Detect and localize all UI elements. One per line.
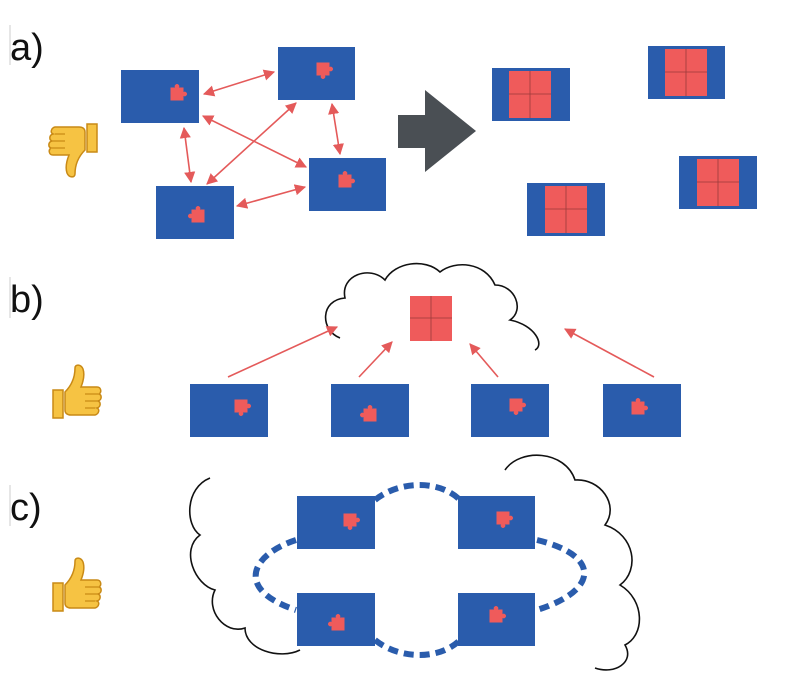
- node-a-result-1: [492, 68, 570, 121]
- thumbs-up-icon: [52, 364, 102, 419]
- panel-c-nodes: [297, 496, 535, 646]
- panel-label-b: b): [9, 277, 44, 321]
- node-a-result-3: [679, 156, 757, 209]
- node-b4: [603, 384, 681, 437]
- thumbs-down-icon: [48, 123, 98, 178]
- big-arrow: [398, 90, 476, 172]
- svg-text:a): a): [10, 27, 44, 69]
- panel-c-ring: [252, 482, 587, 658]
- panel-b-shared-puzzle: [410, 296, 452, 341]
- panel-b-cloud: [324, 262, 540, 351]
- thumbs-up-icon: [52, 557, 102, 612]
- node-c3: [297, 593, 375, 646]
- svg-text:c): c): [10, 487, 42, 529]
- panel-a-results: [492, 46, 757, 236]
- panel-a-arrows: [179, 69, 344, 209]
- node-b1: [190, 384, 268, 437]
- node-b3: [471, 384, 549, 437]
- node-a2: [278, 47, 355, 100]
- panel-a-nodes: [121, 47, 386, 239]
- node-a1: [121, 70, 199, 123]
- svg-text:b): b): [10, 279, 44, 321]
- panel-c-cloud: [189, 454, 641, 671]
- node-a4: [156, 186, 234, 239]
- panel-b-arrows: [227, 326, 655, 378]
- node-b2: [331, 384, 409, 437]
- node-c2: [458, 496, 535, 549]
- panel-b-nodes: [190, 384, 681, 437]
- panel-label-a: a): [9, 25, 44, 69]
- panel-label-c: c): [9, 485, 42, 529]
- node-c1: [297, 496, 375, 549]
- node-a-result-2: [648, 46, 725, 99]
- node-a-result-4: [527, 183, 605, 236]
- node-a3: [309, 158, 386, 211]
- node-c4: [458, 593, 535, 646]
